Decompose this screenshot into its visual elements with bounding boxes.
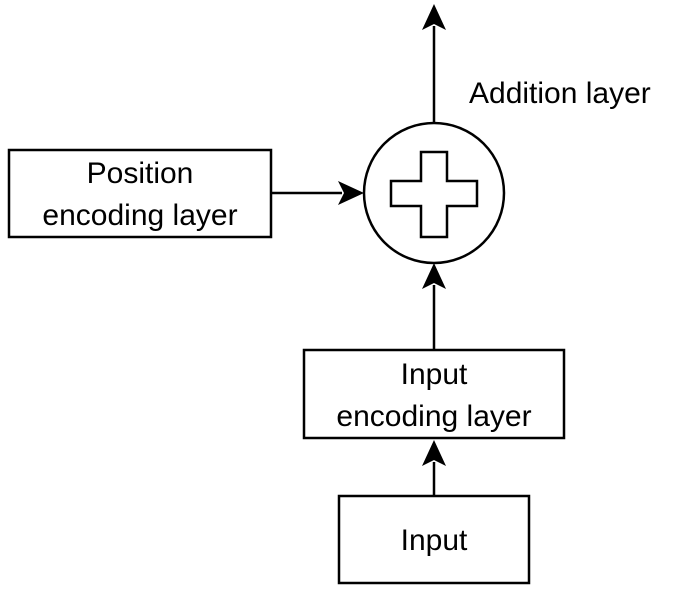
input-encoding-label-line1: Input bbox=[401, 358, 468, 391]
edge-input-to-input-encoding bbox=[422, 440, 446, 496]
position-encoding-node: Position encoding layer bbox=[7, 148, 273, 239]
arrowhead-up-icon bbox=[422, 440, 446, 466]
arrowhead-up-icon bbox=[422, 263, 446, 289]
plus-icon bbox=[389, 150, 479, 239]
position-encoding-box bbox=[7, 148, 273, 239]
input-box bbox=[337, 494, 531, 585]
arrowhead-up-icon bbox=[422, 4, 446, 30]
arrowhead-right-icon bbox=[338, 181, 364, 205]
addition-layer-label: Addition layer bbox=[469, 77, 651, 110]
input-encoding-box bbox=[302, 348, 566, 440]
position-encoding-label-line1: Position bbox=[87, 157, 194, 190]
edge-input-encoding-to-addition bbox=[422, 263, 446, 350]
addition-node bbox=[362, 121, 506, 265]
edge-position-to-addition bbox=[271, 181, 364, 205]
input-encoding-node: Input encoding layer bbox=[302, 348, 566, 440]
input-encoding-label-line2: encoding layer bbox=[336, 400, 531, 433]
edge-addition-to-output bbox=[422, 4, 446, 124]
input-label: Input bbox=[401, 524, 468, 557]
position-encoding-label-line2: encoding layer bbox=[42, 199, 237, 232]
input-node: Input bbox=[337, 494, 531, 585]
